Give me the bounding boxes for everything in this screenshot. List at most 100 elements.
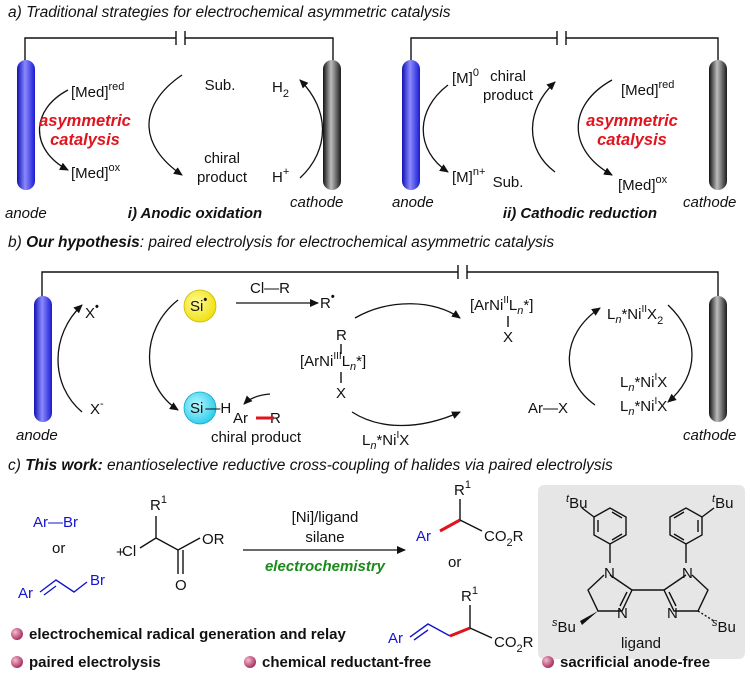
arc-substrate-right — [532, 81, 556, 173]
mn-label: [M]n+ — [452, 166, 485, 186]
asym-label-a-right-1: asymmetric — [586, 112, 678, 130]
prod1-red-bond — [439, 518, 461, 533]
anode-label-b: anode — [16, 427, 58, 444]
arrow-to-product — [243, 393, 271, 405]
h2-label: H2 — [272, 79, 289, 100]
med-red-a-right: [Med]red — [621, 79, 674, 99]
ni2x2-label: Ln*NiIIX2 — [607, 304, 663, 327]
cathode-electrode-b — [709, 296, 727, 422]
ni2-complex-label: [ArNiIILn*] — [470, 295, 533, 317]
arc-metal-right — [422, 84, 449, 173]
reagent-silane: silane — [305, 529, 344, 546]
ligand-n-right-2: N — [667, 605, 678, 622]
anode-electrode-b — [34, 296, 52, 422]
panel-b-circuit — [41, 265, 719, 300]
prod2-r1-label: R1 — [461, 585, 478, 605]
med-ox-a-left: [Med]ox — [71, 162, 121, 182]
arc-ni1-oxidative — [568, 307, 601, 406]
ni1x-label-b: Ln*NiIX — [620, 396, 667, 418]
anode-electrode-a-right — [402, 60, 420, 190]
arc-r-to-ni2 — [354, 303, 461, 319]
panel-a-heading: a) Traditional strategies for electroche… — [8, 4, 451, 21]
ar-x-label: Ar—X — [528, 400, 568, 417]
cathode-label-a-left: cathode — [290, 194, 343, 211]
asym-label-a-left-1: asymmetric — [39, 112, 131, 130]
ni1x-label-a: Ln*NiIX — [620, 372, 667, 394]
chiral-a-right-2: product — [483, 87, 534, 104]
bullet-dot-1 — [11, 628, 23, 640]
hplus-label: H+ — [272, 166, 289, 186]
si-radical-label: Si• — [190, 294, 207, 315]
asym-label-a-left-2: catalysis — [50, 131, 120, 149]
cathode-label-a-right: cathode — [683, 194, 736, 211]
ni3-complex-label: [ArNiIIILn*] — [300, 351, 366, 373]
med-red-a-left: [Med]red — [71, 81, 124, 101]
sbu-right: sBu — [712, 617, 736, 636]
sbu-left: sBu — [552, 617, 576, 636]
arc-si-relay — [149, 299, 179, 411]
bullet-1: electrochemical radical generation and r… — [29, 626, 346, 643]
ligand-n-left: N — [604, 565, 615, 582]
arc-x-anode — [57, 304, 83, 413]
arc-med-left — [38, 89, 69, 171]
chiral-product-label: chiral product — [211, 429, 302, 446]
ligand-label: ligand — [621, 635, 661, 652]
cathode-electrode-a-right — [709, 60, 727, 190]
ligand-box — [538, 485, 745, 659]
bullet-4: sacrificial anode-free — [560, 654, 710, 671]
caption-cathodic-reduction: ii) Cathodic reduction — [503, 205, 657, 222]
ligand-n-right: N — [682, 565, 693, 582]
vinyl-ar-label: Ar — [18, 585, 33, 602]
anode-label-a-left: anode — [5, 205, 47, 222]
x-minus-label: X- — [90, 398, 104, 418]
ar-br-label: Ar—Br — [33, 514, 78, 531]
prod1-co2r-label: CO2R — [484, 528, 524, 549]
vinyl-double-bond — [43, 585, 57, 596]
si-h-bubble — [183, 391, 217, 425]
vinyl-bonds — [39, 579, 88, 593]
reagent-electrochemistry: electrochemistry — [265, 558, 386, 575]
cl-label: Cl — [122, 543, 136, 560]
ni2-x-label: X — [503, 329, 513, 346]
r-radical-label: R• — [320, 291, 335, 312]
ligand-structure — [580, 507, 715, 625]
chloroester-bonds — [139, 516, 201, 551]
ni3-x-label: X — [336, 385, 346, 402]
bullet-dot-2 — [11, 656, 23, 668]
oxygen-label: O — [175, 577, 187, 594]
r1-label: R1 — [150, 494, 167, 514]
ligand-n-left-2: N — [617, 605, 628, 622]
bullet-list: electrochemical radical generation and r… — [11, 626, 710, 671]
x-radical-label: X• — [85, 301, 99, 322]
tbu-right: tBu — [712, 493, 733, 512]
tbu-left: tBu — [566, 493, 587, 512]
bullet-dot-3 — [244, 656, 256, 668]
asym-label-a-right-2: catalysis — [597, 131, 667, 149]
med-ox-a-right: [Med]ox — [618, 174, 668, 194]
arc-h2-left — [299, 79, 324, 179]
cl-r-label: Cl—R — [250, 280, 290, 297]
bullet-3: chemical reductant-free — [262, 654, 431, 671]
arc-substrate-left — [148, 74, 183, 176]
chiral-a-left-1: chiral — [204, 150, 240, 167]
prod2-vinyl-double — [413, 629, 429, 641]
prod1-r1-label: R1 — [454, 479, 471, 499]
or-label-1: or — [52, 540, 65, 557]
panel-a-left-circuit — [24, 31, 334, 65]
vinyl-br-label: Br — [90, 572, 105, 589]
arc-cathode-reduction — [667, 304, 693, 403]
prod2-ester-bond — [469, 627, 493, 639]
panel-a-right-circuit — [410, 31, 719, 65]
cathode-label-b: cathode — [683, 427, 736, 444]
arc-ni3-to-ni1 — [351, 411, 461, 427]
bullet-2: paired electrolysis — [29, 654, 161, 671]
sub-label-a-right: Sub. — [493, 174, 524, 191]
panel-b-heading: b) Our hypothesis: paired electrolysis f… — [8, 234, 554, 251]
prod1-ester-bond — [459, 519, 483, 532]
cathode-electrode-a-left — [323, 60, 341, 190]
ni1-bottom-label: Ln*NiIX — [362, 430, 409, 452]
chiral-a-right-1: chiral — [490, 68, 526, 85]
ni3-r-label: R — [336, 327, 347, 344]
